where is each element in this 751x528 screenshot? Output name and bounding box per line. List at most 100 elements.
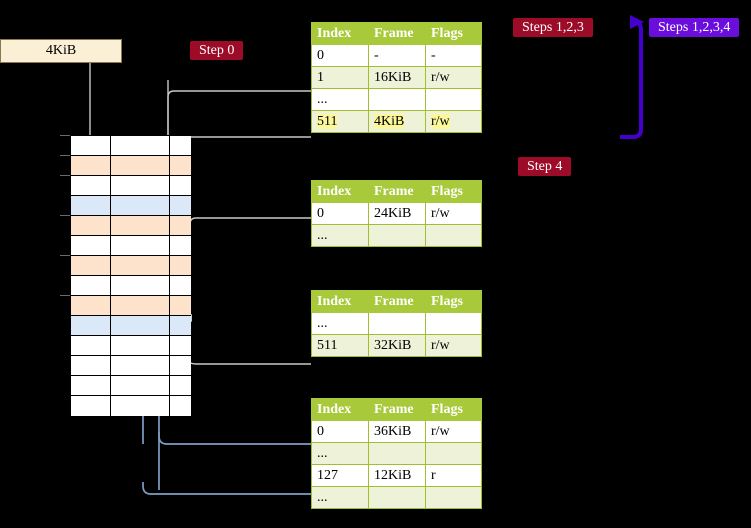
memory-tick (60, 135, 70, 136)
memory-frame-row (71, 316, 191, 336)
table-cell: 4KiB (368, 110, 426, 133)
memory-frame-row (71, 376, 191, 396)
table-cell (368, 88, 426, 111)
memory-frame-row (71, 216, 191, 236)
table-cell: ... (311, 312, 369, 335)
table-cell: 24KiB (368, 202, 426, 225)
column-header-frame: Frame (368, 180, 426, 203)
wire-l3-row0 (158, 432, 311, 445)
table-row: ... (311, 442, 482, 465)
column-header-index: Index (311, 398, 369, 421)
table-row: ... (311, 486, 482, 509)
table-cell: r/w (425, 334, 482, 357)
table-cell (425, 224, 482, 247)
physical-memory-column (70, 135, 191, 416)
memory-tick (60, 215, 70, 216)
table-cell: 511 (311, 110, 369, 133)
table-cell: 12KiB (368, 464, 426, 487)
table-row: ... (311, 88, 482, 111)
column-header-frame: Frame (368, 290, 426, 313)
wire-l0-row511 (167, 90, 311, 138)
memory-tick (60, 175, 70, 176)
table-cell (368, 442, 426, 465)
badge-steps-1-2-3: Steps 1,2,3 (513, 18, 593, 37)
table-cell: 36KiB (368, 420, 426, 443)
memory-frame-row (71, 336, 191, 356)
memory-tick (60, 155, 70, 156)
memory-frame-row (71, 136, 191, 156)
badge-step-0: Step 0 (190, 41, 244, 60)
memory-tick (60, 295, 70, 296)
memory-tick (60, 255, 70, 256)
column-header-flags: Flags (425, 290, 482, 313)
column-header-index: Index (311, 290, 369, 313)
table-cell (425, 442, 482, 465)
column-header-frame: Frame (368, 398, 426, 421)
table-cell: 0 (311, 44, 369, 67)
table-cell (425, 312, 482, 335)
column-header-flags: Flags (425, 398, 482, 421)
table-cell: ... (311, 486, 369, 509)
memory-frame-row (71, 356, 191, 376)
memory-frame-row (71, 236, 191, 256)
table-cell: ... (311, 442, 369, 465)
table-row: 0-- (311, 44, 482, 67)
table-cell: 0 (311, 202, 369, 225)
table-cell: ... (311, 224, 369, 247)
memory-frame-row (71, 176, 191, 196)
memory-frame-row (71, 296, 191, 316)
badge-steps-1-2-3-4: Steps 1,2,3,4 (649, 18, 740, 37)
highlighted-value: 4KiB (374, 113, 405, 129)
table-cell: 511 (311, 334, 369, 357)
column-header-index: Index (311, 22, 369, 45)
table-cell: r (425, 464, 482, 487)
memory-grid-divider-1 (110, 136, 111, 416)
column-header-index: Index (311, 180, 369, 203)
memory-frame-row (71, 256, 191, 276)
highlighted-value: r/w (431, 113, 450, 129)
table-cell: ... (311, 88, 369, 111)
highlighted-value: 511 (317, 113, 338, 129)
table-cell: r/w (425, 202, 482, 225)
table-cell: 1 (311, 66, 369, 89)
table-cell (368, 486, 426, 509)
table-cell (368, 312, 426, 335)
table-row: ... (311, 224, 482, 247)
table-cell: 32KiB (368, 334, 426, 357)
memory-grid-divider-2 (169, 136, 170, 416)
table-cell (425, 486, 482, 509)
column-header-frame: Frame (368, 22, 426, 45)
table-cell (368, 224, 426, 247)
column-header-flags: Flags (425, 22, 482, 45)
memory-frame-row (71, 276, 191, 296)
column-header-flags: Flags (425, 180, 482, 203)
table-cell (425, 88, 482, 111)
table-cell: r/w (425, 420, 482, 443)
wire-l3-row127 (142, 482, 311, 495)
wire-purple-return (620, 15, 644, 139)
table-row: ... (311, 312, 482, 335)
table-cell: 0 (311, 420, 369, 443)
table-row: 511 4KiB r/w (311, 110, 482, 133)
frame-size-label: 4KiB (45, 43, 77, 58)
table-cell: - (425, 44, 482, 67)
table-cell: 127 (311, 464, 369, 487)
badge-step-4: Step 4 (518, 157, 572, 176)
